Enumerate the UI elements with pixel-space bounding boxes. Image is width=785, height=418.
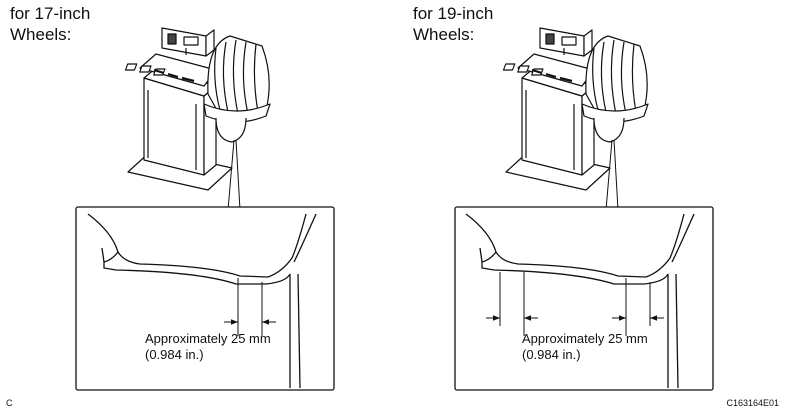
figure-code: C163164E01 [726, 398, 779, 408]
footer-left-mark: C [6, 398, 13, 408]
caption-19-inch-line2: Wheels: [413, 25, 475, 44]
caption-17-inch-line1: for 17-inch [10, 4, 91, 23]
wheel-balancer-17-inch [124, 26, 272, 212]
caption-19-inch: for 19-inch Wheels: [413, 3, 493, 45]
caption-17-inch: for 17-inch Wheels: [10, 3, 90, 45]
detail-box-17-inch [75, 206, 335, 391]
caption-17-inch-line2: Wheels: [10, 25, 72, 44]
measure-label-19-line2: (0.984 in.) [522, 347, 581, 362]
detail-box-19-inch [454, 206, 714, 391]
measure-label-17-line1: Approximately 25 mm [145, 331, 271, 346]
measure-label-17-line2: (0.984 in.) [145, 347, 204, 362]
measure-label-19-line1: Approximately 25 mm [522, 331, 648, 346]
wheel-balancer-19-inch [502, 26, 650, 212]
caption-19-inch-line1: for 19-inch [413, 4, 494, 23]
